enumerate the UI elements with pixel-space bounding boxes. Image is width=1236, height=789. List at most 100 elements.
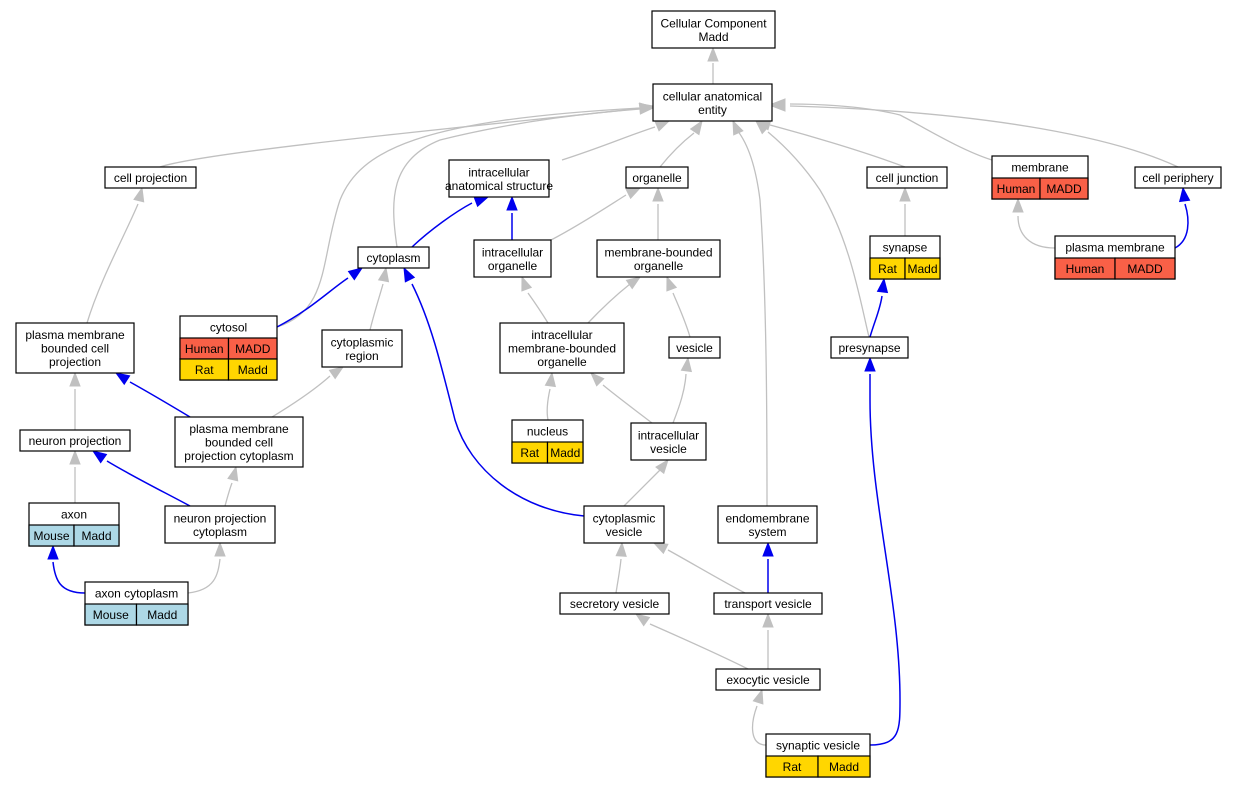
- node-label-line: axon cytoplasm: [95, 587, 178, 601]
- node-label-line: plasma membrane: [1065, 241, 1165, 255]
- edge-intravesicle-to-vesicle: [672, 356, 693, 424]
- edge-arrowhead: [227, 465, 239, 482]
- edge-intraorg-to-organelle: [550, 187, 642, 241]
- edge-line: [736, 129, 768, 507]
- node-label-line: cytosol: [210, 321, 247, 335]
- gene-cell: [135, 603, 189, 626]
- edge-arrowhead: [214, 541, 226, 557]
- edge-line: [615, 558, 622, 594]
- edge-pmbcpc-to-cytoregion: [271, 366, 345, 418]
- species-label: Human: [997, 182, 1036, 196]
- edge-cytoregion-to-cytoplasm: [369, 266, 390, 331]
- node-exovesicle[interactable]: exocytic vesicle: [715, 668, 821, 691]
- gene-cell: [1039, 177, 1089, 200]
- node-label-line: cytoplasm: [366, 251, 420, 265]
- node-box: [668, 336, 721, 359]
- edge-transvesicle-to-cytovesicle: [652, 542, 746, 594]
- edge-arrowhead: [69, 449, 81, 465]
- edge-line: [129, 381, 191, 418]
- edge-arrowhead: [403, 266, 416, 283]
- node-cytoplasm[interactable]: cytoplasm: [357, 246, 430, 269]
- node-box: [1134, 166, 1222, 189]
- edge-line: [1174, 203, 1189, 249]
- node-presynapse[interactable]: presynapse: [830, 336, 909, 359]
- node-label-line: Madd: [698, 30, 728, 44]
- edge-arrowhead: [652, 542, 669, 555]
- edge-imbo-to-mbo: [587, 276, 642, 324]
- edge-line: [527, 292, 549, 324]
- edge-mbo-to-organelle: [652, 186, 664, 240]
- node-cellperiphery[interactable]: cell periphery: [1134, 166, 1222, 189]
- node-secvesicle[interactable]: secretory vesicle: [559, 592, 670, 615]
- edge-arrowhead: [654, 120, 671, 132]
- edge-line: [271, 375, 331, 418]
- node-label-line: cytoplasm: [193, 525, 247, 539]
- node-transvesicle[interactable]: transport vesicle: [713, 592, 823, 615]
- node-celljunction[interactable]: cell junction: [866, 166, 948, 189]
- node-cellproj[interactable]: cell projection: [104, 166, 197, 189]
- node-box: [715, 668, 821, 691]
- edge-line: [224, 482, 233, 507]
- node-box: [174, 416, 304, 468]
- species-label: Mouse: [33, 529, 69, 543]
- node-label-line: synapse: [883, 241, 928, 255]
- node-label-line: membrane-bounded: [508, 342, 616, 356]
- edge-line: [789, 103, 993, 161]
- edge-cellproj-to-cae: [159, 103, 655, 168]
- edge-line: [672, 292, 691, 338]
- edge-line: [546, 388, 551, 421]
- node-vesicle[interactable]: vesicle: [668, 336, 721, 359]
- species-label: Rat: [520, 446, 539, 460]
- node-box: [164, 505, 276, 544]
- node-box: [321, 329, 403, 368]
- gene-cell: [546, 441, 584, 464]
- node-neuronproj[interactable]: neuron projection: [19, 429, 131, 452]
- node-label-line: cell junction: [876, 171, 939, 185]
- node-label-line: system: [748, 525, 786, 539]
- edge-arrowhead: [899, 186, 911, 202]
- edge-cae-to-root: [707, 46, 719, 84]
- edge-endomem-to-cae: [732, 119, 768, 507]
- edge-line: [411, 283, 585, 517]
- edge-arrowhead: [652, 186, 664, 202]
- node-box: [596, 239, 721, 278]
- edge-arrowhead: [91, 450, 108, 464]
- edge-plasmamem-to-membrane: [1012, 197, 1056, 249]
- node-organelle[interactable]: organelle: [625, 166, 689, 189]
- node-label-line: organelle: [634, 259, 684, 273]
- node-box: [625, 166, 689, 189]
- edge-arrowhead: [377, 266, 390, 283]
- node-label-line: bounded cell: [41, 342, 109, 356]
- edge-arrowhead: [634, 613, 651, 627]
- node-label-line: cell periphery: [1142, 171, 1213, 185]
- edge-arrowhead: [473, 196, 490, 208]
- edge-line: [369, 283, 384, 331]
- node-label-line: cytoplasmic: [331, 335, 394, 349]
- node-label-line: Cellular Component: [660, 16, 767, 30]
- gene-cell: [73, 524, 120, 547]
- edge-arrowhead: [666, 275, 678, 292]
